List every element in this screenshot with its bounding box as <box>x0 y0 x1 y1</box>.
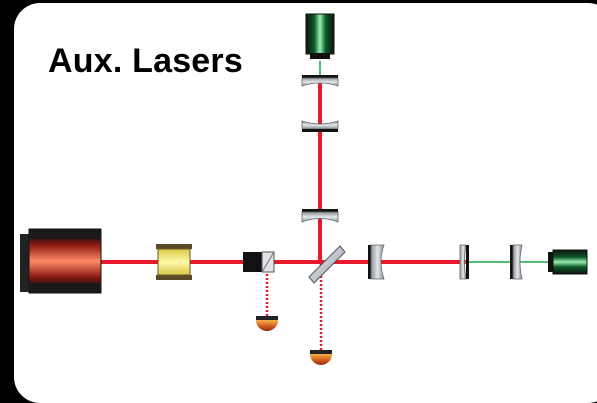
mirror-right-2 <box>459 244 469 280</box>
modulator <box>156 244 192 280</box>
aux-laser-right <box>548 249 588 275</box>
diagram-canvas: Aux. Lasers <box>14 3 597 403</box>
mirror-right-1 <box>368 244 385 280</box>
white-panel <box>14 3 597 403</box>
diagram-title: Aux. Lasers <box>48 42 243 80</box>
mirror-top-1 <box>301 209 339 223</box>
main-beamsplitter <box>308 245 346 284</box>
mirror-right-3 <box>510 244 523 280</box>
photodiode-left <box>256 316 278 331</box>
aux-laser-top <box>305 13 335 59</box>
main-laser <box>20 228 102 294</box>
mirror-top-3 <box>301 75 339 87</box>
photodiode-center <box>310 350 332 365</box>
mirror-top-2 <box>301 120 339 132</box>
beamsplitter-cube <box>243 251 275 273</box>
optics-layout <box>20 13 588 365</box>
